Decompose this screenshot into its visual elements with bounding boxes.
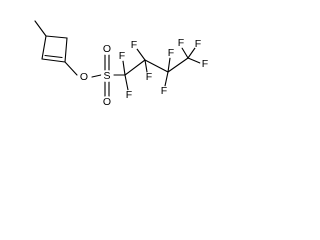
bond-c-o [64,61,78,76]
bond-ring-bottom [41,58,66,63]
atom-f6: F [168,47,174,59]
bond-c2-f4 [144,59,148,73]
bond-c3-f5 [164,71,169,87]
bond-c1-f2 [124,74,129,91]
atom-f1: F [119,50,125,62]
atom-o-top: O [103,43,111,55]
bond-methyl [34,20,47,37]
atom-f7: F [195,38,201,50]
atom-f5: F [161,85,167,97]
atom-o-ester: O [80,71,88,83]
atom-o-bottom: O [103,96,111,108]
atom-f9: F [178,37,184,49]
bond-o-s [91,74,102,78]
atom-labels: O S O O F F F F F F F F F [78,37,210,108]
bond-c4-f8 [187,57,201,64]
bond-c4-f7 [187,47,196,59]
structure-diagram: O S O O F F F F F F F F F [34,20,210,108]
atom-f3: F [131,39,137,51]
bond-c3-c4 [167,57,189,73]
bond-ring-left [41,35,47,60]
atom-f4: F [146,71,152,83]
bond-c1-c2 [124,59,146,76]
bond-c2-c3 [144,59,169,73]
atom-f2: F [126,89,132,101]
atom-s: S [103,70,110,82]
bond-ring-right [64,37,68,63]
atom-f8: F [202,58,208,70]
bond-c1-f1 [122,60,126,76]
bond-c2-f3 [136,48,146,61]
bond-c4-f9 [181,47,189,59]
bond-ring-top [45,35,68,39]
bond-c3-f6 [167,57,171,73]
bond-ring-bottom-double [44,54,63,59]
cyclobutene-ring [34,20,68,63]
